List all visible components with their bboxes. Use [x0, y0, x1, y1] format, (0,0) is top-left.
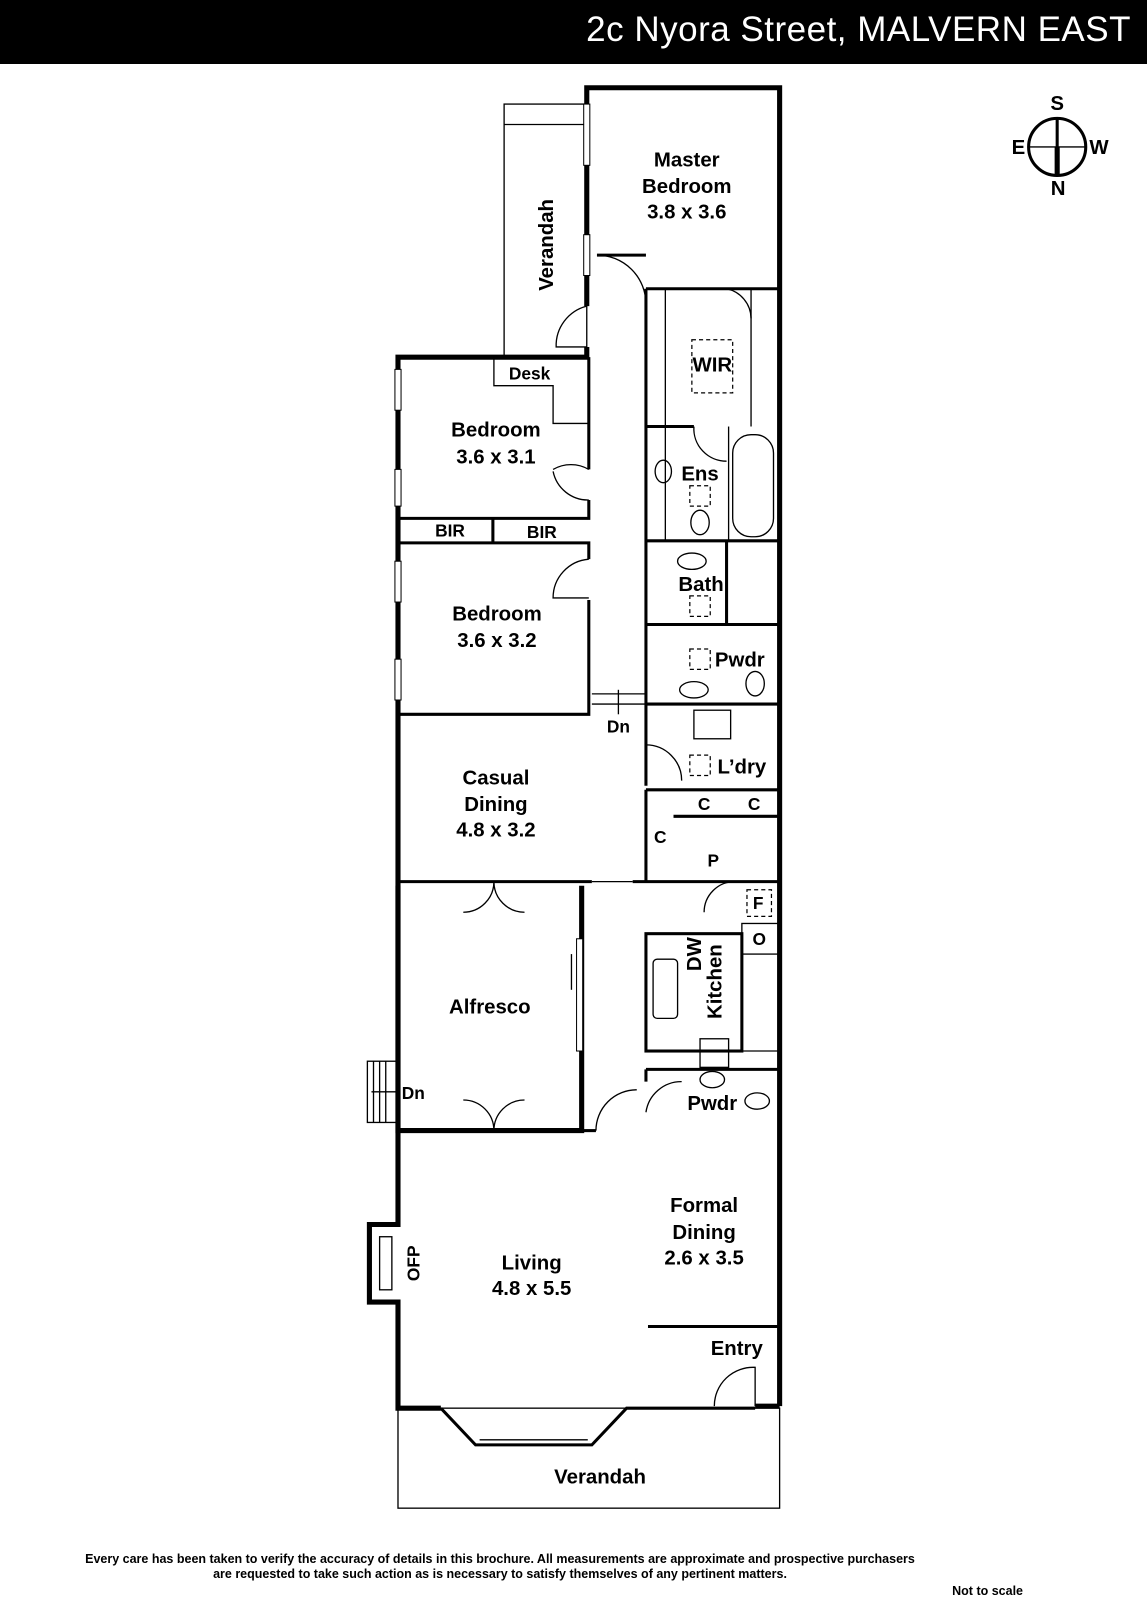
- open-fireplace-label: OFP: [403, 1245, 423, 1281]
- living-label: Living: [502, 1252, 562, 1274]
- powder1-label: Pwdr: [715, 649, 765, 671]
- front-verandah: [397, 1406, 781, 1509]
- bir2-label: BIR: [527, 522, 557, 542]
- compass-w: W: [1089, 137, 1109, 159]
- cupboard-label-1: C: [698, 794, 711, 814]
- kitchen-label: Kitchen: [704, 944, 726, 1019]
- dishwasher-label: DW: [684, 936, 706, 971]
- master-bedroom-label: Master: [654, 149, 720, 171]
- fixtures: [366, 339, 781, 1291]
- side-verandah-label: Verandah: [536, 199, 558, 291]
- disclaimer: Every care has been taken to verify the …: [0, 1552, 1000, 1582]
- living-dims: 4.8 x 5.5: [492, 1278, 571, 1300]
- fridge-label: F: [753, 893, 764, 913]
- master-bedroom-dims: 3.8 x 3.6: [647, 201, 726, 223]
- casual-dining-dims: 4.8 x 3.2: [456, 820, 535, 842]
- oven-label: O: [752, 929, 765, 949]
- down-step-label-1: Dn: [607, 717, 630, 737]
- formal-dining-dims: 2.6 x 3.5: [664, 1247, 743, 1269]
- room-labels: Master Bedroom 3.8 x 3.6 Verandah WIR De…: [402, 149, 767, 1488]
- compass-icon: S E W N: [1012, 93, 1110, 200]
- compass-e: E: [1012, 137, 1026, 159]
- bath-label: Bath: [678, 574, 723, 596]
- master-bedroom-label-2: Bedroom: [642, 176, 732, 198]
- compass-n: N: [1051, 178, 1066, 200]
- not-to-scale-note: Not to scale: [952, 1584, 1023, 1598]
- casual-dining-label-2: Dining: [464, 794, 527, 816]
- desk-label: Desk: [509, 364, 551, 384]
- powder2-label: Pwdr: [687, 1093, 737, 1115]
- formal-dining-label: Formal: [670, 1195, 738, 1217]
- windows: [394, 103, 591, 1052]
- cupboard-label-3: C: [654, 827, 667, 847]
- pantry-label: P: [708, 850, 720, 870]
- entry-label: Entry: [711, 1338, 764, 1360]
- compass-s: S: [1050, 93, 1064, 115]
- bedroom2-dims: 3.6 x 3.2: [457, 630, 536, 652]
- interior-walls: [397, 253, 780, 1329]
- laundry-label: L’dry: [718, 756, 767, 778]
- wir-label: WIR: [692, 354, 732, 376]
- bedroom2-label: Bedroom: [452, 603, 542, 625]
- formal-dining-label-2: Dining: [672, 1222, 735, 1244]
- bedroom1-dims: 3.6 x 3.1: [456, 446, 535, 468]
- bir1-label: BIR: [435, 521, 465, 541]
- alfresco-label: Alfresco: [449, 996, 531, 1018]
- ensuite-label: Ens: [681, 464, 718, 486]
- disclaimer-line-2: are requested to take such action as is …: [213, 1567, 787, 1581]
- property-address-title: 2c Nyora Street, MALVERN EAST: [586, 10, 1131, 49]
- casual-dining-label: Casual: [463, 768, 530, 790]
- bedroom1-label: Bedroom: [451, 420, 541, 442]
- disclaimer-line-1: Every care has been taken to verify the …: [85, 1552, 915, 1566]
- front-verandah-label: Verandah: [554, 1467, 646, 1489]
- cupboard-label-2: C: [748, 794, 761, 814]
- down-step-label-2: Dn: [402, 1083, 425, 1103]
- door-swings: [463, 254, 756, 1407]
- header-bar: 2c Nyora Street, MALVERN EAST: [0, 0, 1147, 64]
